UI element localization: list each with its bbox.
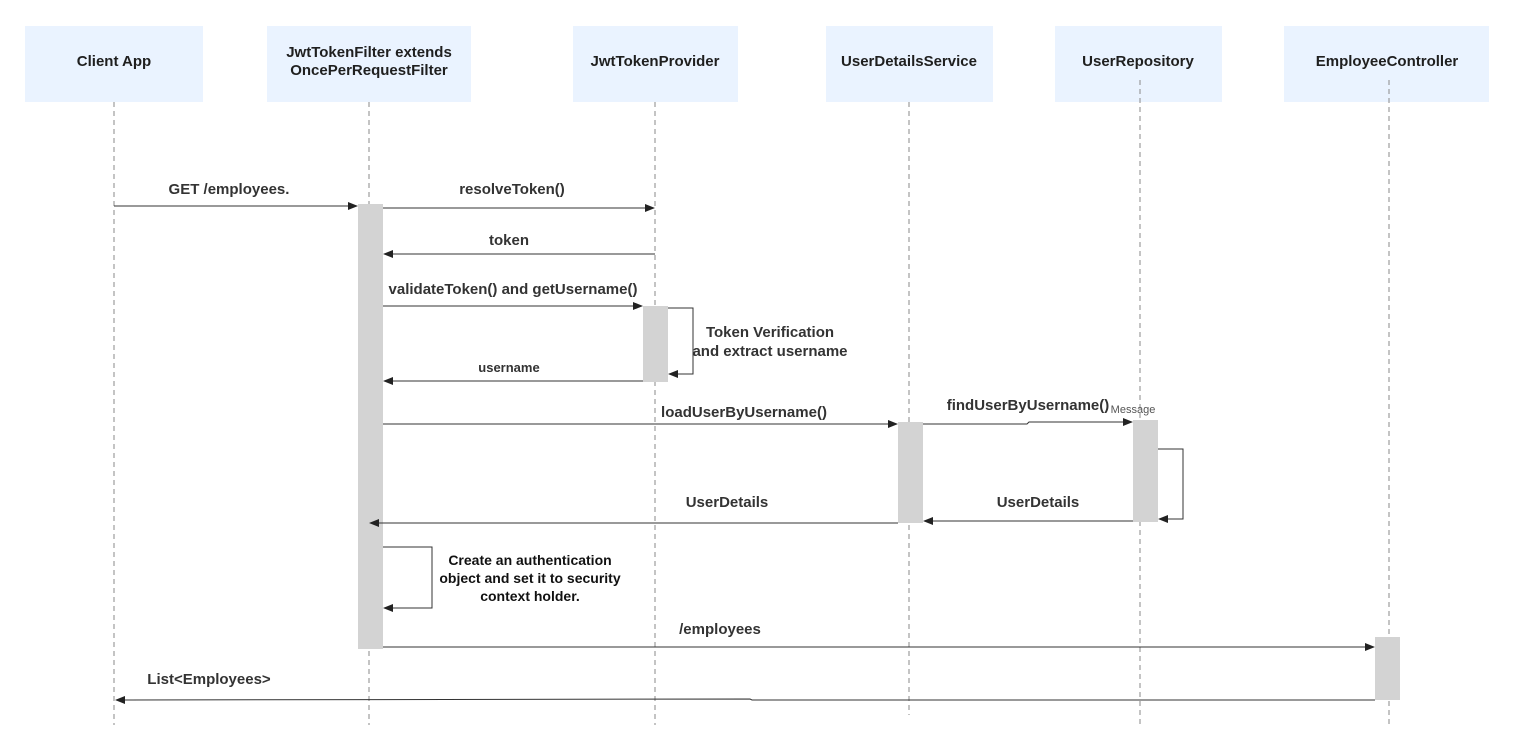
message-label: username xyxy=(478,360,539,375)
participant-user-details-service: UserDetailsService xyxy=(826,26,993,102)
message-user-details-to-filter: UserDetails xyxy=(369,494,898,527)
activation-jwt-token-provider xyxy=(643,306,668,382)
message-label: List<Employees> xyxy=(147,671,271,688)
note-line: and extract username xyxy=(692,343,847,360)
message-label: GET /employees. xyxy=(169,181,290,198)
message-label: token xyxy=(489,232,529,249)
message-validate-token: validateToken() and getUsername() xyxy=(383,281,643,310)
note-line: object and set it to security xyxy=(439,570,620,586)
message-label: UserDetails xyxy=(686,494,769,511)
message-get-employees: GET /employees. xyxy=(114,181,358,210)
message-find-user-by-username: findUserByUsername() Message xyxy=(923,397,1156,426)
participant-label: EmployeeController xyxy=(1316,53,1459,70)
activation-jwt-token-filter xyxy=(358,204,383,649)
message-label: UserDetails xyxy=(997,494,1080,511)
message-label: loadUserByUsername() xyxy=(661,404,827,421)
message-load-user-by-username: loadUserByUsername() xyxy=(383,404,898,428)
message-label: validateToken() and getUsername() xyxy=(389,281,638,298)
message-employees-request: /employees xyxy=(383,621,1375,651)
note-line: Token Verification xyxy=(706,324,834,341)
participant-label: OncePerRequestFilter xyxy=(290,62,448,79)
message-resolve-token: resolveToken() xyxy=(383,181,655,212)
participant-label: UserDetailsService xyxy=(841,53,977,70)
note-line: Create an authentication xyxy=(448,552,611,568)
self-call-token-verification: Token Verification and extract username xyxy=(668,307,848,378)
activation-user-details-service xyxy=(898,422,923,523)
self-call-create-authentication: Create an authentication object and set … xyxy=(383,546,621,612)
participant-jwt-token-filter: JwtTokenFilter extends OncePerRequestFil… xyxy=(267,26,471,102)
participant-label: JwtTokenProvider xyxy=(591,53,720,70)
message-user-details-from-repo: UserDetails xyxy=(923,494,1133,525)
message-label: /employees xyxy=(679,621,761,638)
participant-client-app: Client App xyxy=(25,26,203,102)
participant-label: JwtTokenFilter extends xyxy=(286,44,452,61)
message-label: findUserByUsername() xyxy=(947,397,1110,414)
participant-label: UserRepository xyxy=(1082,53,1194,70)
note-line: context holder. xyxy=(480,588,580,604)
participant-jwt-token-provider: JwtTokenProvider xyxy=(573,26,738,102)
participant-user-repository: UserRepository xyxy=(1055,26,1222,102)
message-token: token xyxy=(383,232,655,258)
participant-employee-controller: EmployeeController xyxy=(1284,26,1489,102)
activation-employee-controller xyxy=(1375,637,1400,700)
participant-label: Client App xyxy=(77,53,151,70)
message-tag: Message xyxy=(1111,404,1156,416)
message-list-employees: List<Employees> xyxy=(115,671,1375,704)
activation-user-repository xyxy=(1133,420,1158,522)
message-username: username xyxy=(383,360,643,385)
message-label: resolveToken() xyxy=(459,181,565,198)
self-call-user-repository xyxy=(1158,448,1184,523)
